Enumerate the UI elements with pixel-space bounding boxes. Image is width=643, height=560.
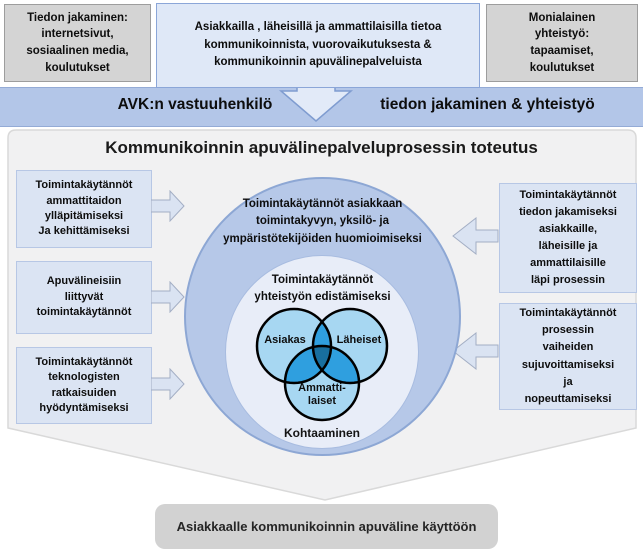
left-arrow-icon	[452, 217, 499, 255]
outer-circle-text: Toimintakäytännöt asiakkaan toimintakyvy…	[223, 198, 422, 245]
header-right-box: Monialainen yhteistyö: tapaamiset, koulu…	[486, 4, 638, 82]
left-box-ammattitaito: Toimintakäytännöt ammattitaidon ylläpitä…	[16, 170, 152, 248]
left-box-apuvalineet: Apuvälineisiin liittyvät toimintakäytänn…	[16, 261, 152, 334]
venn-label-laheiset: Läheiset	[336, 334, 382, 346]
venn-label-ammattilaiset: Ammatti- laiset	[298, 382, 346, 407]
right-arrow-icon	[151, 368, 185, 400]
right-arrow-icon	[151, 190, 185, 222]
right-box-prosessin-vaiheet: Toimintakäytännöt prosessin vaiheiden su…	[499, 303, 637, 410]
venn-label-asiakas: Asiakas	[264, 334, 306, 346]
footer-outcome-box: Asiakkaalle kommunikoinnin apuväline käy…	[155, 504, 498, 549]
venn-caption-kohtaaminen: Kohtaaminen	[283, 426, 360, 440]
band-left-label: AVK:n vastuuhenkilö	[117, 96, 273, 113]
header-center-box: Asiakkailla , läheisillä ja ammattilaisi…	[156, 3, 480, 88]
inner-circle-text: Toimintakäytännöt yhteistyön edistämisek…	[254, 274, 391, 304]
process-title: Kommunikoinnin apuvälinepalveluprosessin…	[105, 138, 538, 157]
header-left-box: Tiedon jakaminen: internetsivut, sosiaal…	[4, 4, 151, 82]
left-arrow-icon	[452, 332, 499, 370]
right-arrow-icon	[151, 281, 185, 313]
right-box-tiedon-jakaminen: Toimintakäytännöt tiedon jakamiseksi asi…	[499, 183, 637, 293]
left-box-teknologia: Toimintakäytännöt teknologisten ratkaisu…	[16, 347, 152, 424]
band-right-label: tiedon jakaminen & yhteistyö	[380, 96, 595, 113]
venn-diagram	[255, 307, 389, 422]
